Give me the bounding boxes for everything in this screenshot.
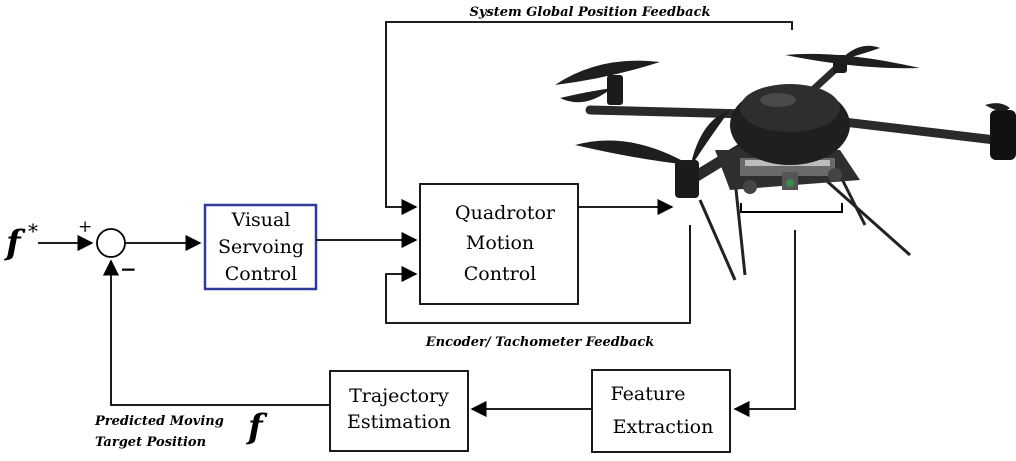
feature-extraction-line1: Feature	[611, 383, 686, 405]
encoder-feedback-path	[385, 225, 691, 324]
predicted-label-line2: Target Position	[95, 435, 206, 450]
global-position-feedback-path	[385, 21, 793, 216]
summing-minus-sign: −	[120, 257, 137, 281]
global-position-feedback-label: System Global Position Feedback	[469, 5, 710, 20]
predicted-label-line1: Predicted Moving	[94, 414, 224, 429]
quadrotor-drone-image	[555, 45, 1016, 281]
visual-servoing-line2: Servoing	[218, 236, 304, 258]
visual-servoing-line1: Visual	[231, 209, 291, 231]
camera-bracket	[740, 203, 843, 213]
feature-extraction-block: Feature Extraction	[591, 369, 731, 453]
trajectory-estimation-line1: Trajectory	[349, 385, 449, 407]
input-f-symbol: f	[4, 223, 26, 263]
visual-servoing-line3: Control	[225, 263, 297, 285]
trajectory-estimation-block: Trajectory Estimation	[329, 370, 469, 452]
trajectory-to-junction-arrow	[102, 259, 330, 406]
summing-junction	[96, 228, 126, 258]
summing-plus-sign: +	[78, 217, 92, 237]
input-f-superscript: *	[28, 219, 38, 243]
visual-servoing-control-block: Visual Servoing Control	[203, 203, 318, 291]
trajectory-estimation-line2: Estimation	[347, 411, 451, 433]
encoder-feedback-label: Encoder/ Tachometer Feedback	[425, 335, 655, 350]
drone-to-feature-arrow	[733, 230, 796, 418]
quadrotor-motion-line1: Quadrotor	[455, 202, 556, 224]
quadrotor-motion-line3: Control	[464, 263, 536, 285]
output-f-symbol: f	[246, 407, 268, 447]
quadrotor-motion-control-block: Quadrotor Motion Control	[419, 183, 579, 305]
quadrotor-motion-line2: Motion	[466, 232, 534, 254]
feature-extraction-line2: Extraction	[613, 416, 714, 438]
